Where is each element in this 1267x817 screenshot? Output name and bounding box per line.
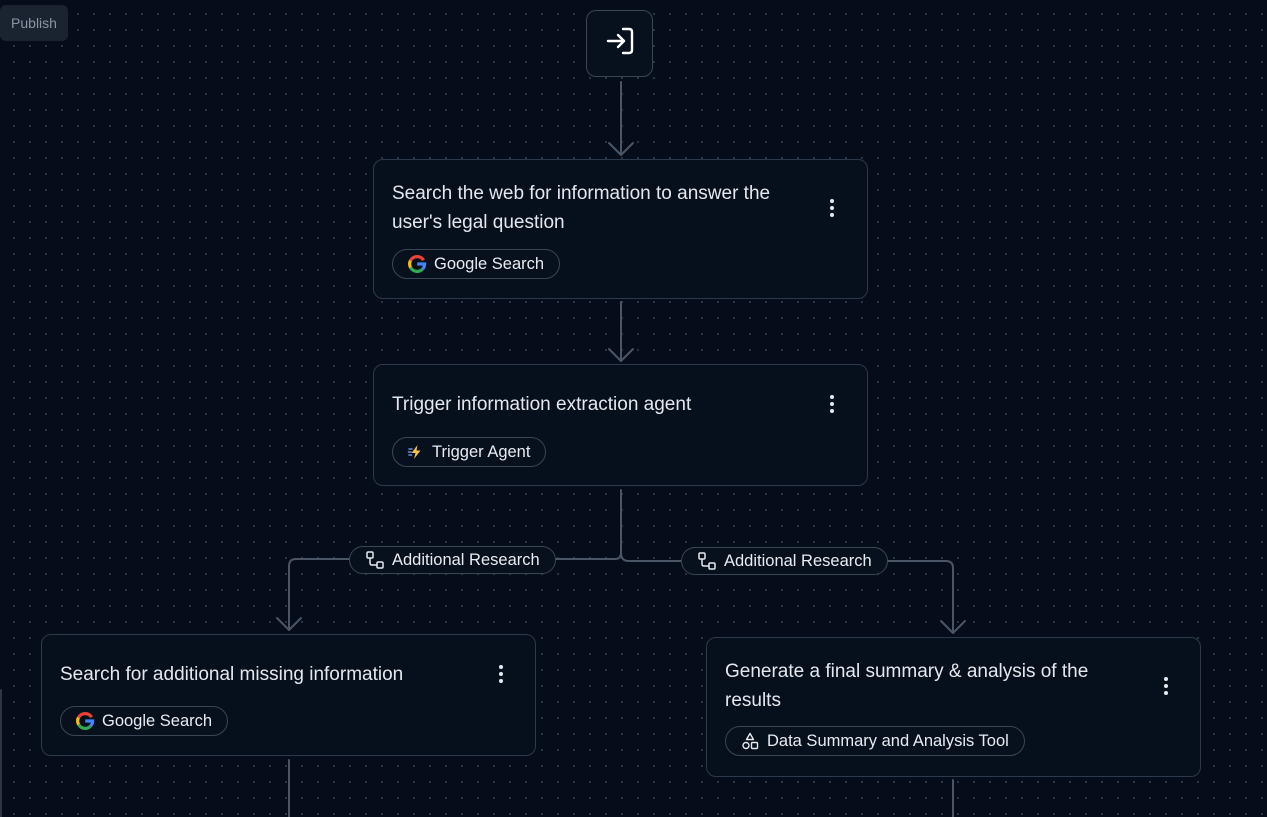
- publish-button[interactable]: Publish: [0, 5, 68, 41]
- node-title: Search for additional missing informatio…: [60, 664, 404, 685]
- node-title: Search the web for information to answer…: [392, 183, 771, 233]
- start-node[interactable]: [586, 10, 653, 77]
- edge-arrowhead: [276, 617, 302, 631]
- workflow-node-additional-search[interactable]: Search for additional missing informatio…: [41, 634, 536, 756]
- more-vertical-icon[interactable]: [822, 392, 842, 416]
- tool-chip-label: Google Search: [102, 711, 213, 730]
- tool-chip-label: Trigger Agent: [432, 442, 531, 461]
- tool-chip-google-search[interactable]: Google Search: [392, 249, 561, 279]
- lightning-agent-icon: [407, 443, 425, 461]
- tool-chip-google-search[interactable]: Google Search: [60, 706, 229, 736]
- edge-arrowhead: [608, 348, 634, 362]
- login-arrow-icon: [603, 24, 637, 63]
- google-g-icon: [407, 254, 427, 274]
- edge-label-additional-research-right[interactable]: Additional Research: [681, 547, 888, 575]
- workflow-node-summary[interactable]: Generate a final summary & analysis of t…: [706, 637, 1201, 777]
- edge-label-additional-research-left[interactable]: Additional Research: [349, 546, 556, 574]
- edge-label-text: Additional Research: [724, 551, 872, 570]
- edge-label-text: Additional Research: [392, 550, 540, 569]
- edge-arrowhead: [940, 620, 966, 634]
- more-vertical-icon[interactable]: [491, 662, 511, 686]
- more-vertical-icon[interactable]: [1156, 674, 1176, 698]
- tool-chip-label: Google Search: [434, 254, 545, 273]
- shapes-icon: [740, 731, 760, 751]
- edge-arrowhead: [608, 142, 634, 156]
- workflow-node-web-search[interactable]: Search the web for information to answer…: [373, 159, 868, 299]
- workflow-node-trigger-agent[interactable]: Trigger information extraction agent Tri…: [373, 364, 868, 486]
- branch-icon: [365, 550, 385, 570]
- more-vertical-icon[interactable]: [822, 196, 842, 220]
- tool-chip-data-summary[interactable]: Data Summary and Analysis Tool: [725, 726, 1025, 756]
- branch-icon: [697, 551, 717, 571]
- tool-chip-trigger-agent[interactable]: Trigger Agent: [392, 437, 547, 467]
- node-title: Trigger information extraction agent: [392, 394, 692, 415]
- tool-chip-label: Data Summary and Analysis Tool: [767, 731, 1009, 750]
- google-g-icon: [75, 711, 95, 731]
- node-title: Generate a final summary & analysis of t…: [725, 661, 1089, 711]
